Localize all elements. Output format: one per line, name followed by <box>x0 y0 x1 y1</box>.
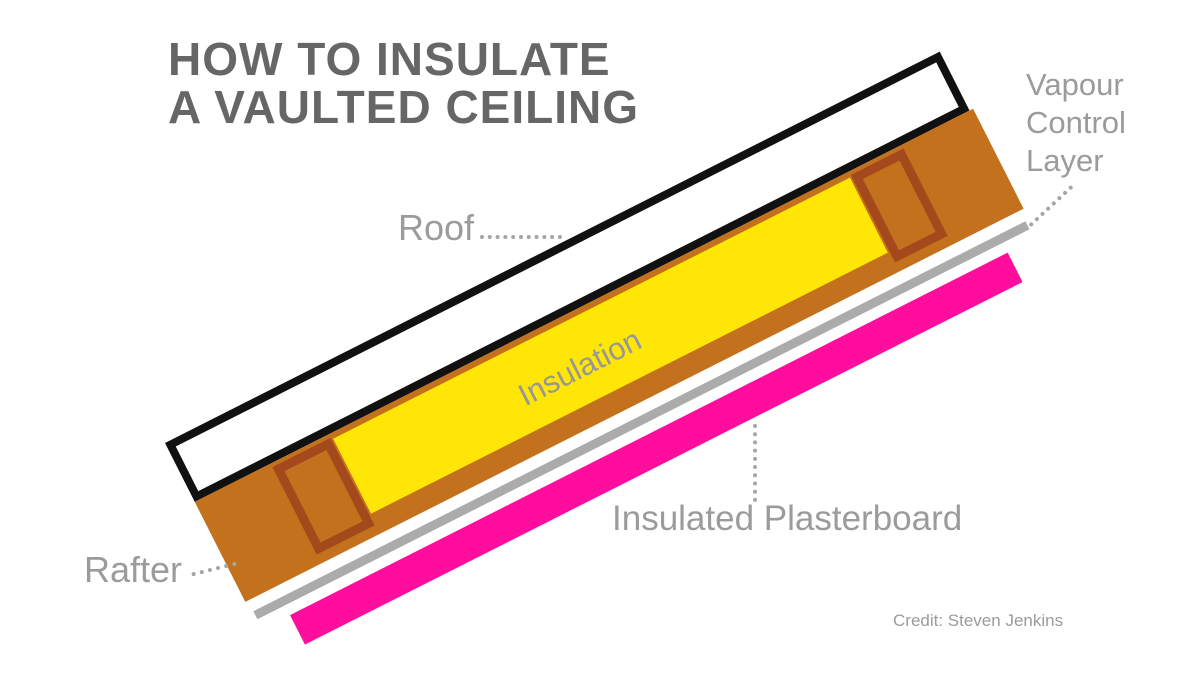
vapour-control-layer-label: Vapour Control Layer <box>1026 66 1126 179</box>
insulated-plasterboard-label: Insulated Plasterboard <box>612 499 963 538</box>
vapour-label-line-1: Vapour <box>1026 67 1124 102</box>
title-line-2: A VAULTED CEILING <box>168 80 640 133</box>
vapour-label-line-2: Control <box>1026 104 1126 140</box>
roof-label: Roof <box>398 207 475 248</box>
credit-text: Credit: Steven Jenkins <box>893 611 1064 630</box>
rafter-label: Rafter <box>84 549 183 590</box>
title-line-1: HOW TO INSULATE <box>168 33 611 85</box>
vapour-leader-dots <box>1028 184 1074 228</box>
page-title: HOW TO INSULATE A VAULTED CEILING <box>168 33 640 133</box>
roof-leader-dots <box>480 235 562 239</box>
ceiling-assembly-diagram: Insulation <box>165 50 1054 663</box>
plasterboard-leader-dots <box>753 424 757 502</box>
vapour-label-line-3: Layer <box>1026 142 1104 178</box>
